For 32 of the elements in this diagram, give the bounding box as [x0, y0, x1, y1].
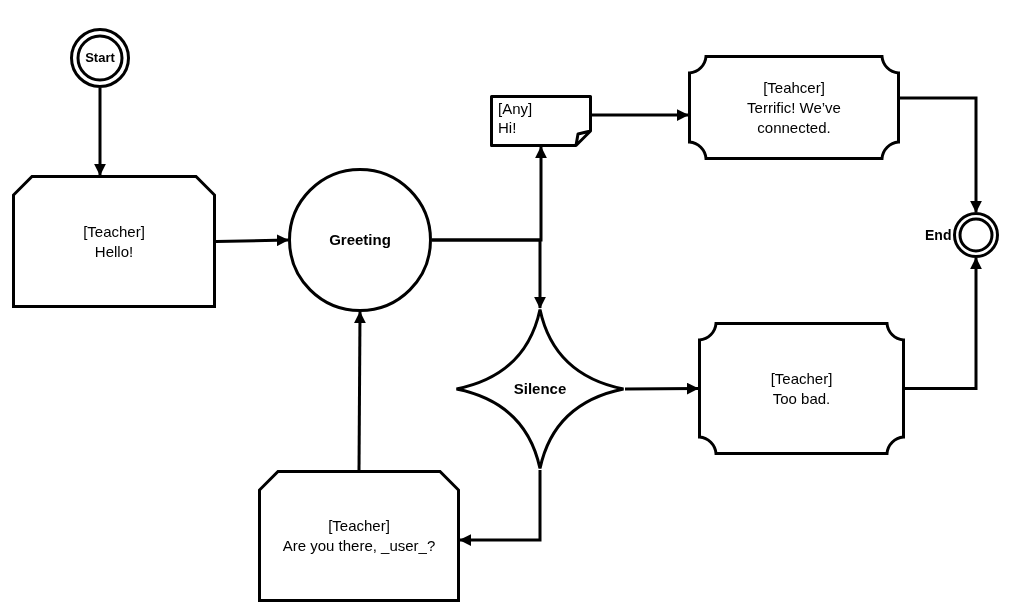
node-text: Are you there, _user_?	[282, 536, 436, 556]
arrow	[432, 238, 546, 309]
node-text: Terrific! We’ve connected.	[746, 97, 842, 138]
arrow	[625, 382, 699, 395]
message-box	[698, 322, 905, 455]
state-circle	[288, 168, 432, 312]
node-text: Too bad.	[772, 388, 831, 409]
node-text: [Any]	[498, 99, 533, 118]
node-text: Silence	[513, 379, 567, 399]
node-text: Greeting	[329, 230, 391, 250]
node-text: [Teacher]	[328, 516, 390, 536]
star-shape	[455, 308, 625, 470]
arrow	[215, 234, 289, 247]
note-box	[490, 95, 592, 147]
node-text: [Teacher]	[770, 368, 833, 389]
arrow	[592, 109, 689, 121]
arrow	[353, 311, 366, 470]
arrow	[905, 257, 982, 390]
node-text: Hello!	[94, 241, 134, 262]
start-circle	[70, 28, 130, 88]
end-circle	[925, 212, 999, 258]
message-box	[12, 175, 216, 308]
message-box	[258, 470, 460, 602]
node-text: Hi!	[498, 118, 517, 137]
arrow	[900, 96, 982, 213]
node-text: Start	[85, 49, 115, 67]
node-text: [Teacher]	[83, 221, 145, 242]
node-label: End	[925, 225, 952, 245]
arrow	[94, 88, 106, 176]
node-text: [Teahcer]	[763, 77, 825, 98]
message-box	[688, 55, 900, 160]
arrow	[459, 470, 542, 546]
